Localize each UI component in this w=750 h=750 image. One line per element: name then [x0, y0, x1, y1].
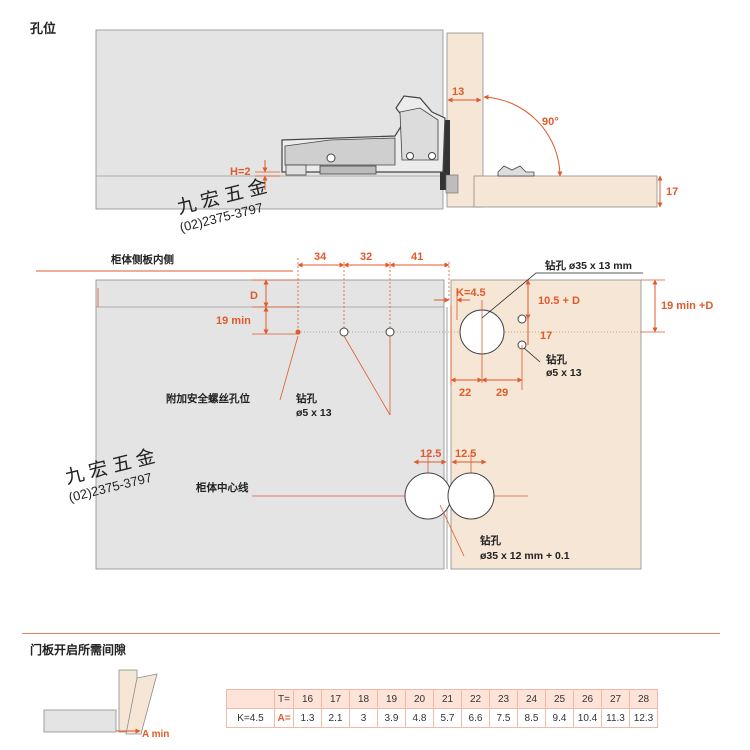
safety-screw-label: 附加安全螺丝孔位: [166, 392, 250, 405]
table-cell: 27: [601, 689, 630, 709]
screw-hole-2: [339, 327, 349, 337]
drill-35-13-label: 钻孔 ø35 x 13 mm: [545, 259, 632, 272]
dim-34-label: 34: [314, 251, 327, 263]
screw-hole-1: [295, 329, 301, 335]
dim-90-label: 90°: [542, 116, 559, 128]
table-cell: 3: [349, 708, 378, 728]
section-divider: [22, 633, 720, 634]
cabinet-body: [95, 279, 445, 570]
table-cell: 17: [321, 689, 350, 709]
table-cell: 28: [629, 689, 658, 709]
front-view: 柜体侧板内侧 34 32 41 D 19 min: [36, 251, 713, 570]
gap-view: A min: [43, 669, 169, 740]
drill-35-12-label: ø35 x 12 mm + 0.1: [480, 550, 570, 562]
table-cell: 7.5: [489, 708, 518, 728]
table-cell: 12.3: [629, 708, 658, 728]
drill-5-13-right: ø5 x 13: [546, 367, 582, 379]
table-cell: 5.7: [433, 708, 462, 728]
dim-41-label: 41: [411, 251, 423, 263]
dim-17-top-label: 17: [666, 186, 678, 198]
angle-arc: [483, 94, 563, 177]
gap-table: T= 16 17 18 19 20 21 22 23 24 25 26 27 2…: [226, 689, 658, 728]
table-row-t: T= 16 17 18 19 20 21 22 23 24 25 26 27 2…: [226, 689, 658, 709]
dim-13-label: 13: [452, 86, 464, 98]
door-gap-title: 门板开启所需间隙: [30, 643, 127, 657]
k-label-cell: K=4.5: [226, 708, 275, 728]
drill-label-right: 钻孔: [546, 353, 567, 366]
open-door-panel: [473, 175, 658, 208]
dim-17-front-label: 17: [540, 330, 552, 342]
cabinet-side-panel: [95, 29, 444, 210]
dim-32-label: 32: [360, 251, 372, 263]
drill-label-bottom: 钻孔: [480, 534, 501, 547]
dim-h2-label: H=2: [230, 166, 251, 178]
table-cell: 11.3: [601, 708, 630, 728]
table-cell: 21: [433, 689, 462, 709]
dim-d-label: D: [250, 290, 258, 302]
table-cell: 16: [293, 689, 322, 709]
table-cell: 22: [461, 689, 490, 709]
table-cell: 6.6: [461, 708, 490, 728]
table-cell: 2.1: [321, 708, 350, 728]
cabinet-edge: [43, 709, 117, 733]
dim-105d-label: 10.5 + D: [538, 295, 580, 307]
hinge-icon: [281, 95, 535, 177]
table-cell: 1.3: [293, 708, 322, 728]
top-view: 13 90° H=2 17: [95, 29, 678, 210]
cup-hole-right: [447, 472, 495, 520]
cup-hole-left: [404, 472, 452, 520]
drill-label-left: 钻孔: [296, 392, 317, 405]
t-label-cell: T=: [274, 689, 294, 709]
table-cell: 20: [405, 689, 434, 709]
table-cell: 23: [489, 689, 518, 709]
dim-22-label: 22: [459, 387, 471, 399]
drill-5-13-left: ø5 x 13: [296, 407, 332, 419]
table-cell: 8.5: [517, 708, 546, 728]
table-row-a: K=4.5 A= 1.3 2.1 3 3.9 4.8 5.7 6.6 7.5 8…: [226, 708, 658, 728]
a-min-label: A min: [142, 729, 169, 740]
center-line-label: 柜体中心线: [195, 481, 249, 494]
dim-29-label: 29: [496, 387, 508, 399]
table-cell: 19: [377, 689, 406, 709]
table-cell: 4.8: [405, 708, 434, 728]
a-label-cell: A=: [274, 708, 294, 728]
table-cell: [226, 689, 275, 709]
dim-125b-label: 12.5: [455, 448, 476, 460]
dim-19mind-label: 19 min +D: [661, 300, 713, 312]
table-cell: 10.4: [573, 708, 602, 728]
table-cell: 24: [517, 689, 546, 709]
table-cell: 25: [545, 689, 574, 709]
table-cell: 9.4: [545, 708, 574, 728]
table-cell: 26: [573, 689, 602, 709]
dim-19min-label: 19 min: [216, 315, 251, 327]
table-cell: 3.9: [377, 708, 406, 728]
dim-k45-label: K=4.5: [456, 287, 486, 299]
mount-hole-top: [517, 314, 527, 324]
inner-side-label: 柜体侧板内侧: [110, 253, 174, 266]
dim-125a-label: 12.5: [420, 448, 441, 460]
door-open: [125, 673, 158, 735]
screw-hole-3: [385, 327, 395, 337]
table-cell: 18: [349, 689, 378, 709]
hole-position-title: 孔位: [30, 21, 57, 36]
